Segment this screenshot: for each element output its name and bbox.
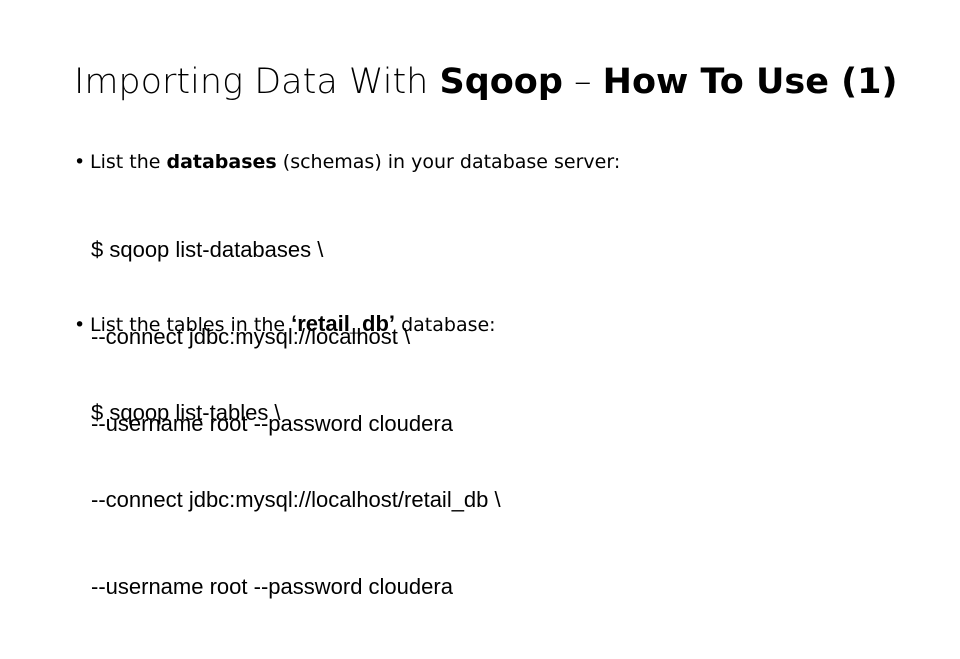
command-line: $ sqoop list-databases \ bbox=[91, 237, 324, 262]
bullet-text-bold: ‘retail_db’ bbox=[291, 311, 396, 336]
command-line: --connect jdbc:mysql://localhost/retail_… bbox=[91, 487, 501, 512]
bullet-text-post: (schemas) in your database server: bbox=[276, 151, 621, 173]
command-line: --connect jdbc:mysql://localhost \ bbox=[91, 324, 411, 349]
slide: Importing Data With Sqoop – How To Use (… bbox=[74, 58, 898, 599]
bullet-text-bold: databases bbox=[166, 151, 277, 173]
command-line: --username root --password cloudera bbox=[91, 411, 453, 436]
bullet-list-databases: •List the databases (schemas) in your da… bbox=[74, 149, 620, 175]
title-sqoop: Sqoop bbox=[439, 62, 563, 102]
command-block-list-databases: $ sqoop list-databases \ --connect jdbc:… bbox=[91, 177, 453, 496]
title-prefix: Importing Data With bbox=[74, 62, 440, 102]
bullet-list-tables: •List the tables in the ‘retail_db’ data… bbox=[74, 311, 496, 338]
bullet-text-post: database: bbox=[395, 314, 496, 336]
slide-title: Importing Data With Sqoop – How To Use (… bbox=[74, 58, 898, 106]
bullet-marker: • bbox=[74, 314, 86, 336]
bullet-text-pre: List the bbox=[90, 151, 167, 173]
command-line: $ sqoop list-tables \ bbox=[91, 400, 281, 425]
bullet-marker: • bbox=[74, 151, 86, 173]
command-block-list-tables: $ sqoop list-tables \ --connect jdbc:mys… bbox=[91, 340, 501, 659]
command-line: --username root --password cloudera bbox=[91, 574, 453, 599]
bullet-text-pre: List the tables in the bbox=[90, 314, 292, 336]
title-how-to-use: How To Use (1) bbox=[602, 62, 898, 102]
title-dash: – bbox=[562, 62, 603, 102]
